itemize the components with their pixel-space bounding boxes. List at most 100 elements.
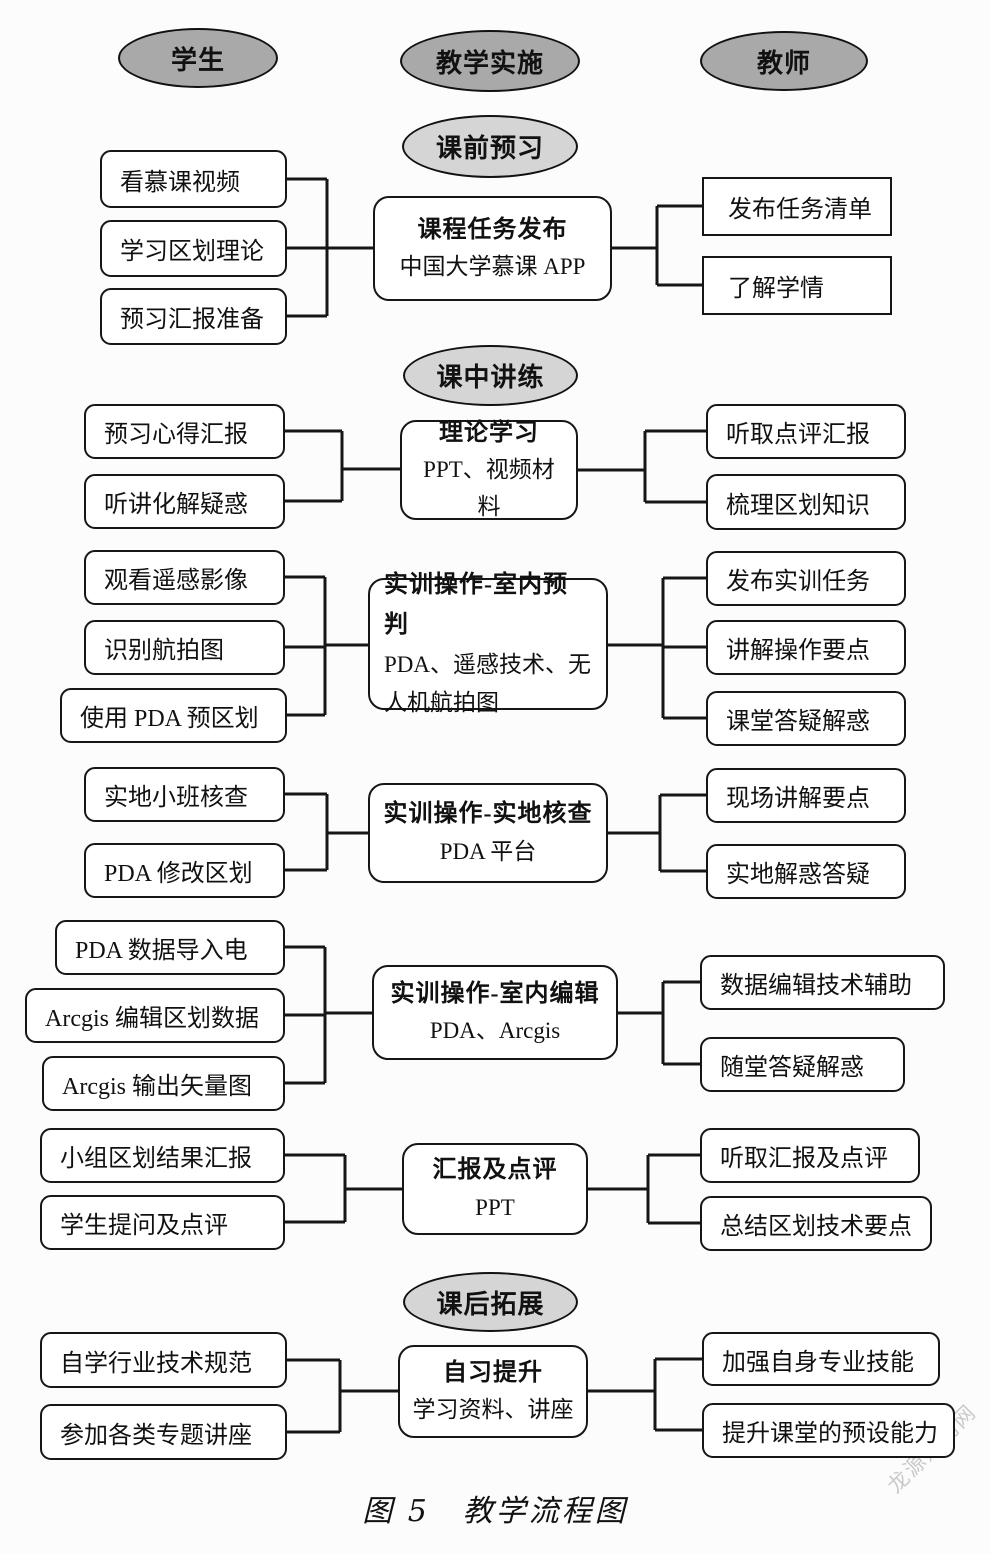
student-box: 使用 PDA 预区划 (60, 688, 287, 743)
phase-pre-class: 课前预习 (402, 115, 578, 178)
teacher-box-label: 数据编辑技术辅助 (720, 973, 912, 999)
teacher-box-label: 总结区划技术要点 (720, 1214, 912, 1240)
student-box: 观看遥感影像 (84, 550, 285, 605)
student-box-label: 看慕课视频 (120, 169, 240, 196)
teacher-box-label: 课堂答疑解惑 (726, 709, 870, 735)
process-title: 课程任务发布 (417, 216, 568, 243)
process-subtitle: 中国大学慕课 APP (399, 254, 586, 280)
student-box-label: 实地小班核查 (104, 785, 248, 811)
connector-row1-right (612, 204, 702, 287)
student-box: 学习区划理论 (100, 220, 287, 277)
process-subtitle: PDA、遥感技术、无人机航拍图 (384, 651, 592, 715)
column-header-teacher: 教师 (700, 31, 868, 91)
teacher-box-label: 讲解操作要点 (726, 638, 870, 664)
student-box-label: 预习汇报准备 (120, 307, 264, 333)
student-box: Arcgis 输出矢量图 (42, 1056, 285, 1111)
teacher-box: 课堂答疑解惑 (706, 691, 906, 746)
process-box: 汇报及点评 PPT (402, 1143, 588, 1235)
process-box: 课程任务发布 中国大学慕课 APP (373, 196, 612, 301)
teacher-box-label: 听取点评汇报 (726, 422, 870, 448)
student-box-label: Arcgis 编辑区划数据 (45, 1006, 259, 1032)
connector-row7-right (588, 1357, 702, 1432)
student-box-label: 使用 PDA 预区划 (80, 706, 259, 732)
process-title: 汇报及点评 (432, 1157, 558, 1184)
phase-in-class-label: 课中讲练 (436, 363, 545, 392)
student-box: 参加各类专题讲座 (40, 1404, 287, 1460)
student-box-label: Arcgis 输出矢量图 (62, 1074, 252, 1100)
student-box: 预习心得汇报 (84, 404, 285, 459)
process-subtitle: PPT、视频材料 (423, 457, 555, 520)
column-header-student: 学生 (118, 28, 278, 88)
phase-in-class: 课中讲练 (403, 345, 578, 406)
teacher-box-label: 了解学情 (728, 276, 824, 302)
teacher-box: 加强自身专业技能 (702, 1332, 940, 1386)
student-box: PDA 数据导入电 (55, 920, 285, 975)
student-box: 自学行业技术规范 (40, 1332, 287, 1388)
student-box: PDA 修改区划 (84, 843, 285, 898)
student-box-label: PDA 修改区划 (104, 861, 253, 887)
student-box-label: 观看遥感影像 (104, 568, 248, 594)
process-box: 实训操作-室内预判 PDA、遥感技术、无人机航拍图 (368, 572, 608, 715)
student-box-label: 小组区划结果汇报 (60, 1146, 252, 1172)
connector-row7-left (287, 1358, 398, 1434)
connector-row4-right (608, 793, 706, 873)
process-subtitle: PDA、Arcgis (429, 1018, 561, 1044)
student-box-label: PDA 数据导入电 (75, 938, 248, 964)
column-header-teacher-label: 教师 (756, 48, 811, 78)
column-header-student-label: 学生 (170, 45, 225, 75)
teacher-box-label: 加强自身专业技能 (722, 1349, 914, 1376)
process-subtitle: 学习资料、讲座 (412, 1397, 574, 1423)
process-title: 实训操作-室内预判 (384, 572, 568, 639)
process-title: 自习提升 (443, 1359, 543, 1386)
teacher-box-label: 听取汇报及点评 (720, 1146, 888, 1172)
student-box: 实地小班核查 (84, 767, 285, 822)
process-subtitle: PDA 平台 (439, 838, 537, 864)
student-box: 听讲化解疑惑 (84, 474, 285, 529)
teacher-box: 随堂答疑解惑 (700, 1037, 905, 1092)
teacher-box-label: 发布实训任务 (726, 569, 870, 595)
teacher-box-label: 现场讲解要点 (726, 786, 870, 812)
process-title: 实训操作-室内编辑 (390, 980, 600, 1007)
connector-row6-right (588, 1153, 700, 1225)
connector-row1-left (287, 177, 373, 318)
student-box: 小组区划结果汇报 (40, 1128, 285, 1183)
student-box-label: 听讲化解疑惑 (104, 492, 248, 518)
process-title: 实训操作-实地核查 (383, 801, 593, 828)
process-box: 实训操作-实地核查 PDA 平台 (368, 783, 608, 883)
phase-after-class: 课后拓展 (403, 1272, 578, 1332)
figure-caption: 图 5 教学流程图 (362, 1494, 628, 1529)
teacher-box: 听取汇报及点评 (700, 1128, 920, 1183)
teacher-box: 数据编辑技术辅助 (700, 955, 945, 1010)
phase-after-class-label: 课后拓展 (436, 1289, 545, 1319)
phase-pre-class-label: 课前预习 (435, 134, 544, 163)
teacher-box: 梳理区划知识 (706, 474, 906, 530)
teacher-box-label: 梳理区划知识 (726, 492, 870, 519)
teacher-box: 发布实训任务 (706, 551, 906, 606)
process-subtitle: PPT (475, 1194, 515, 1220)
teacher-box: 实地解惑答疑 (706, 844, 906, 899)
student-box-label: 预习心得汇报 (104, 422, 248, 448)
student-box: 看慕课视频 (100, 150, 287, 208)
teacher-box: 讲解操作要点 (706, 620, 906, 675)
process-box: 理论学习 PPT、视频材料 (400, 420, 578, 520)
teacher-box-label: 发布任务清单 (728, 197, 872, 223)
connector-row5-left (285, 945, 372, 1085)
connector-row3-left (285, 575, 368, 717)
teacher-box-label: 随堂答疑解惑 (720, 1055, 864, 1081)
teacher-box: 提升课堂的预设能力 (702, 1403, 955, 1458)
process-box: 实训操作-室内编辑 PDA、Arcgis (372, 965, 618, 1060)
student-box: Arcgis 编辑区划数据 (25, 988, 285, 1043)
student-box-label: 学习区划理论 (120, 239, 264, 265)
teacher-box-label: 提升课堂的预设能力 (722, 1421, 938, 1447)
process-title: 理论学习 (439, 420, 539, 447)
connector-row2-right (578, 429, 706, 504)
connector-row6-left (285, 1153, 402, 1224)
process-box: 自习提升 学习资料、讲座 (398, 1345, 588, 1438)
teacher-box: 发布任务清单 (702, 177, 892, 236)
student-box-label: 参加各类专题讲座 (60, 1422, 252, 1449)
column-header-implementation-label: 教学实施 (435, 48, 544, 78)
teacher-box: 总结区划技术要点 (700, 1196, 932, 1251)
student-box-label: 学生提问及点评 (60, 1213, 228, 1239)
